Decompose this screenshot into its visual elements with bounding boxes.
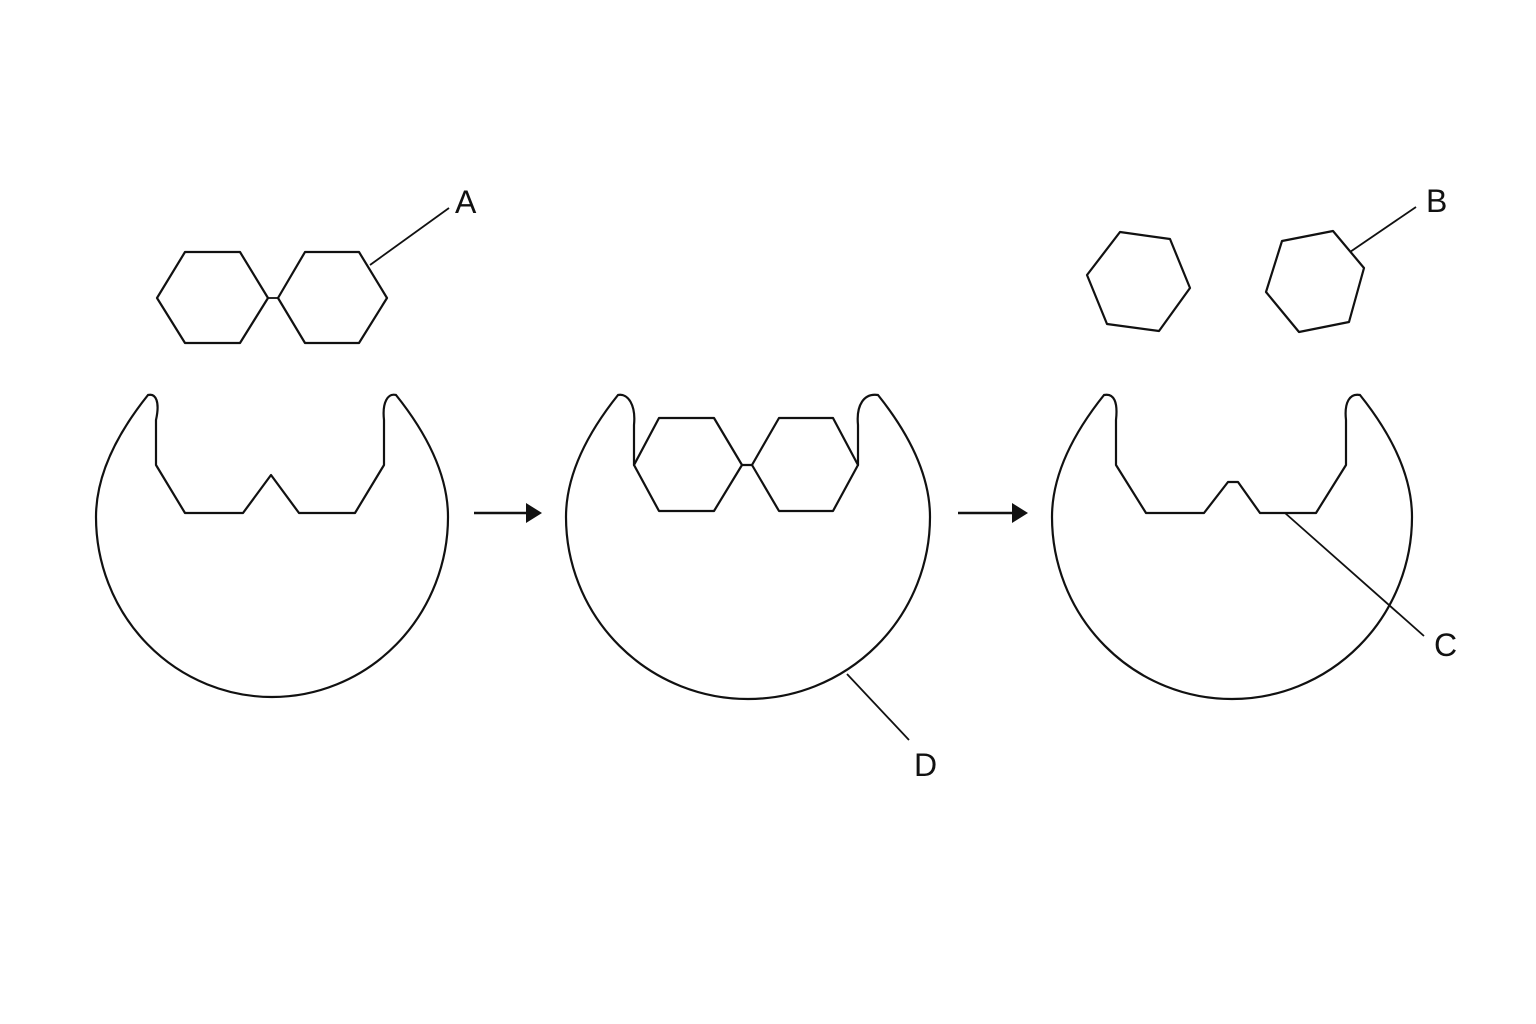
reaction-arrow-2 [958,503,1028,523]
stage-1-enzyme-and-substrate [94,250,450,699]
label-d-callout: D [846,673,937,783]
bound-ring-left [632,416,744,513]
substrate-ring-right [276,250,389,345]
bound-substrate [632,416,860,513]
label-d: D [914,747,937,783]
substrate-ring-left [155,250,270,345]
product-ring-right [1264,229,1366,334]
enzyme-1 [94,393,450,699]
product-ring-left [1085,230,1192,333]
substrate-molecule [155,250,389,345]
reaction-arrow-1 [474,503,542,523]
enzyme-3 [1050,393,1414,701]
label-b-callout: B [1349,183,1447,253]
stage-3-enzyme-and-products [1050,229,1414,701]
label-c-callout: C [1284,512,1457,663]
label-b: B [1426,183,1447,219]
label-a: A [455,184,477,220]
stage-2-enzyme-substrate-complex [564,393,932,701]
label-c: C [1434,627,1457,663]
label-a-callout: A [369,184,477,266]
enzyme-2 [564,393,932,701]
